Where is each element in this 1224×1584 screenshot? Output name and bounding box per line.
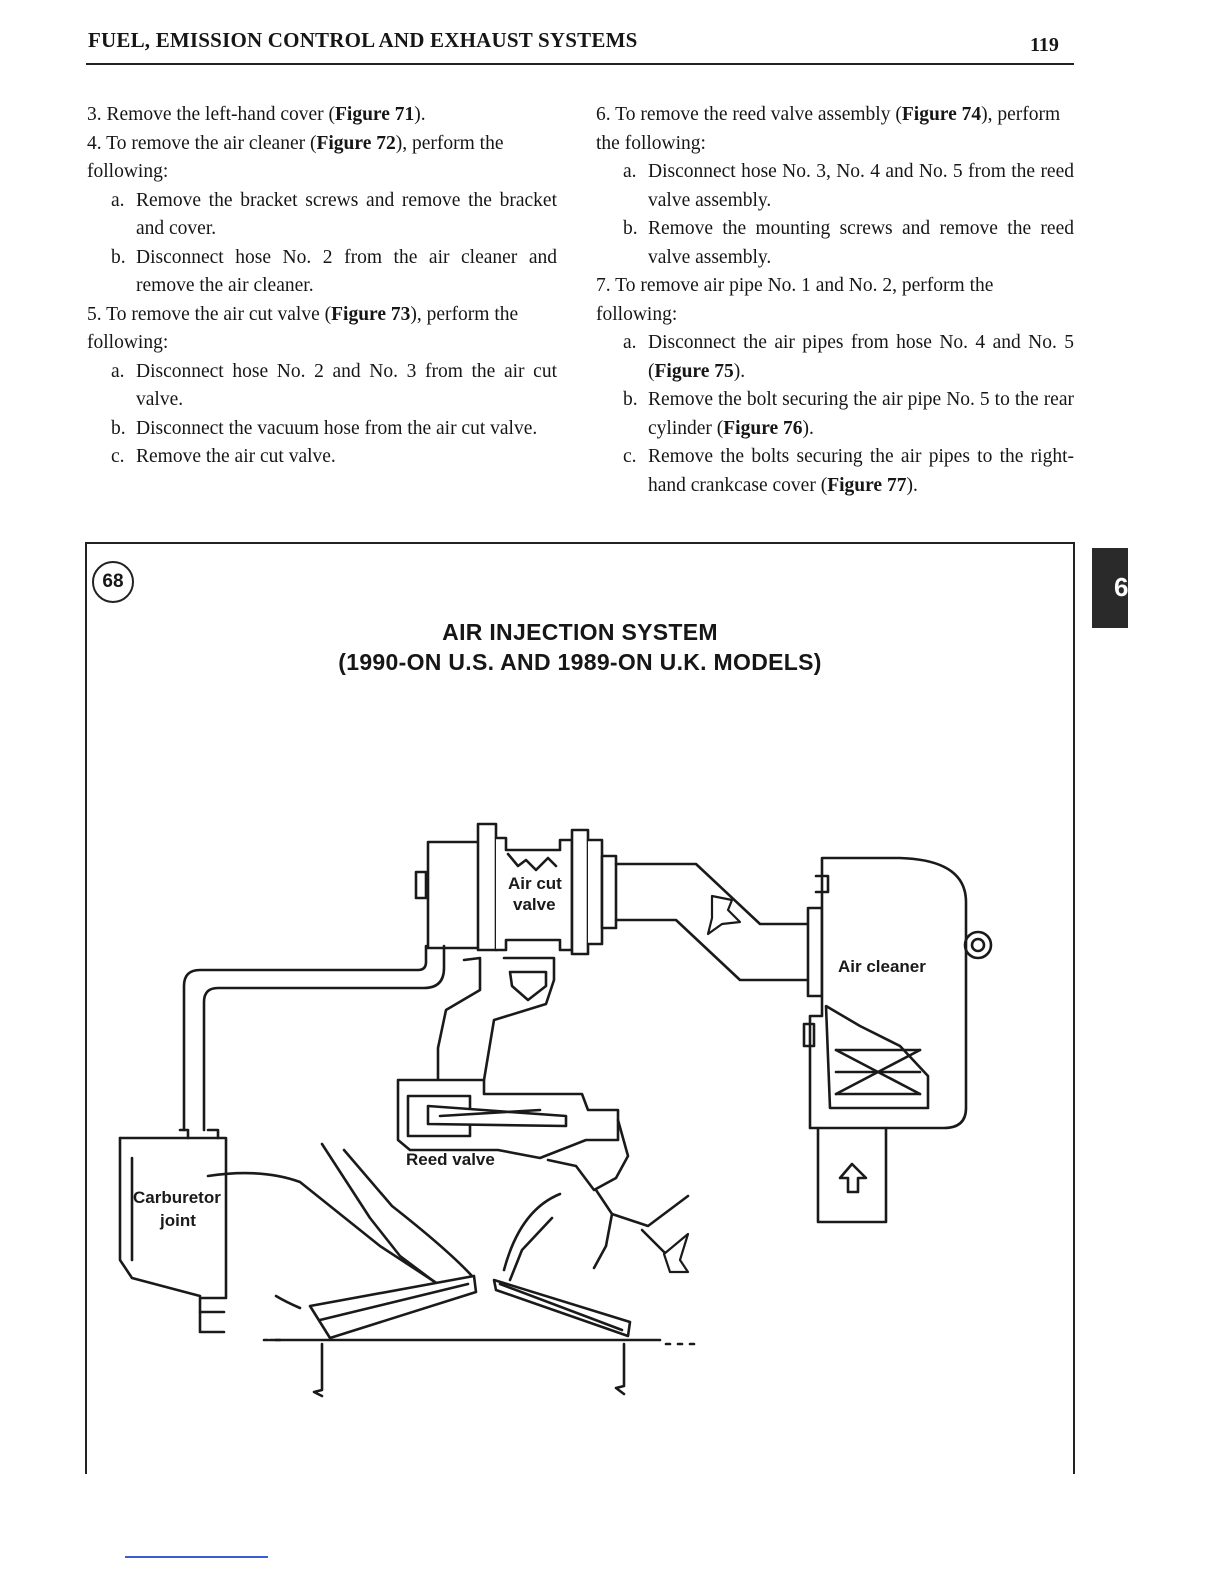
cylinder-head-drawing: [206, 1118, 702, 1398]
step-4a: a.Remove the bracket screws and remove t…: [111, 189, 557, 240]
figure-frame: [85, 542, 1075, 1474]
step-4: 4. To remove the air cleaner (Figure 72)…: [87, 132, 504, 183]
left-column: 3. Remove the left-hand cover (Figure 71…: [87, 101, 557, 472]
label-air-cut-line1: Air cut: [508, 874, 562, 893]
right-column: 6. To remove the reed valve assembly (Fi…: [596, 101, 1074, 500]
figure-reference: Figure 71: [335, 104, 415, 125]
figure-reference: Figure 74: [901, 104, 982, 125]
step-7a: a.Disconnect the air pipes from hose No.…: [623, 332, 1074, 382]
figure-reference: Figure 76: [723, 417, 803, 439]
chapter-tab: 6: [1092, 548, 1128, 628]
running-header: FUEL, EMISSION CONTROL AND EXHAUST SYSTE…: [88, 28, 638, 52]
step-5a: a.Disconnect hose No. 2 and No. 3 from t…: [111, 360, 557, 411]
label-carburetor-line1: Carburetor: [133, 1188, 221, 1207]
air-pipe-center-drawing: [436, 956, 556, 1082]
header-rule: [86, 63, 1074, 65]
label-reed-valve: Reed valve: [406, 1150, 495, 1169]
step-7: 7. To remove air pipe No. 1 and No. 2, p…: [596, 275, 994, 325]
step-3: 3. Remove the left-hand cover (Figure 71…: [87, 104, 426, 125]
figure-number-badge: 68: [92, 561, 134, 603]
label-air-cut-line2: valve: [513, 895, 556, 914]
figure-reference: Figure 77: [827, 474, 907, 496]
page-number: 119: [1030, 34, 1059, 56]
reed-valve-drawing: [396, 1078, 620, 1160]
carburetor-joint-drawing: [118, 1128, 228, 1334]
air-cut-valve-drawing: [414, 822, 618, 956]
figure-reference: Figure 73: [331, 303, 411, 325]
step-7c: c.Remove the bolts securing the air pipe…: [623, 446, 1074, 496]
air-pipe-left-drawing: [182, 944, 446, 1132]
step-5c: c.Remove the air cut valve.: [111, 446, 336, 467]
step-7b: b.Remove the bolt securing the air pipe …: [623, 389, 1074, 439]
air-cleaner-drawing: [802, 856, 993, 1224]
step-6a: a.Disconnect hose No. 3, No. 4 and No. 5…: [623, 161, 1074, 211]
figure-title: AIR INJECTION SYSTEM (1990-ON U.S. AND 1…: [338, 619, 822, 675]
step-5b: b.Disconnect the vacuum hose from the ai…: [111, 417, 538, 439]
step-6: 6. To remove the reed valve assembly (Fi…: [596, 104, 1061, 154]
step-5: 5. To remove the air cut valve (Figure 7…: [87, 303, 519, 354]
step-4b: b.Disconnect hose No. 2 from the air cle…: [111, 246, 557, 297]
step-6b: b.Remove the mounting screws and remove …: [623, 218, 1074, 268]
footer-link-line: [125, 1556, 268, 1558]
label-air-cleaner: Air cleaner: [838, 957, 926, 976]
hose-air-cleaner-drawing: [614, 862, 824, 998]
figure-reference: Figure 72: [316, 132, 396, 154]
figure-reference: Figure 75: [654, 360, 734, 382]
label-carburetor-line2: joint: [159, 1211, 196, 1230]
